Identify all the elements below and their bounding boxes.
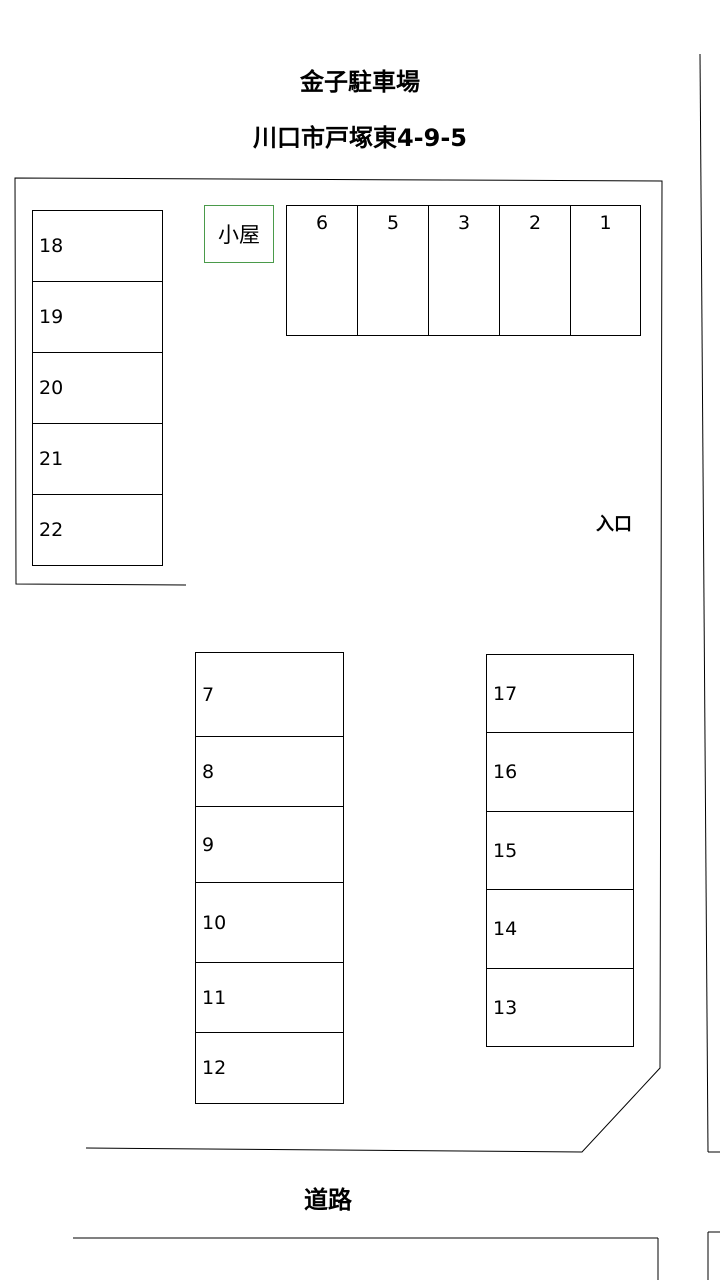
lot-name: 金子駐車場 [300,68,420,96]
parking-space: 14 [486,889,634,969]
parking-space: 10 [195,882,344,963]
space-number: 20 [39,377,64,399]
road-label: 道路 [304,1186,352,1214]
space-number: 8 [202,760,215,783]
space-number: 9 [202,833,215,856]
entrance-label: 入口 [596,514,632,535]
space-number: 18 [39,235,64,257]
space-number: 17 [493,682,518,705]
space-number: 1 [599,212,612,234]
space-number: 15 [493,839,518,862]
parking-space: 19 [32,281,163,353]
space-number: 10 [202,911,227,934]
space-number: 2 [528,212,542,234]
space-number: 22 [39,519,64,541]
space-number: 5 [386,212,400,234]
space-number: 14 [493,918,518,940]
space-number: 19 [39,306,64,328]
parking-space: 11 [195,962,344,1033]
parking-space: 22 [32,494,163,566]
parking-space: 1 [570,205,641,336]
parking-space: 9 [195,806,344,883]
parking-space: 5 [357,205,429,336]
lot-address: 川口市戸塚東4-9-5 [252,124,468,152]
space-number: 13 [493,996,518,1019]
space-number: 7 [202,683,215,706]
space-number: 3 [457,212,471,234]
hut: 小屋 [204,205,274,263]
parking-space: 15 [486,811,634,890]
space-number: 11 [202,986,227,1009]
parking-space: 12 [195,1032,344,1104]
space-number: 12 [202,1057,227,1079]
parking-space: 18 [32,210,163,282]
parking-space: 20 [32,352,163,424]
parking-space: 13 [486,968,634,1047]
parking-space: 7 [195,652,344,737]
parking-space: 3 [428,205,500,336]
space-number: 6 [315,212,329,234]
parking-space: 6 [286,205,358,336]
hut-label: 小屋 [218,223,260,247]
parking-space: 21 [32,423,163,495]
parking-space: 17 [486,654,634,733]
parking-space: 2 [499,205,571,336]
space-number: 21 [39,448,64,470]
space-number: 16 [493,761,518,783]
parking-space: 8 [195,736,344,807]
parking-space: 16 [486,732,634,812]
